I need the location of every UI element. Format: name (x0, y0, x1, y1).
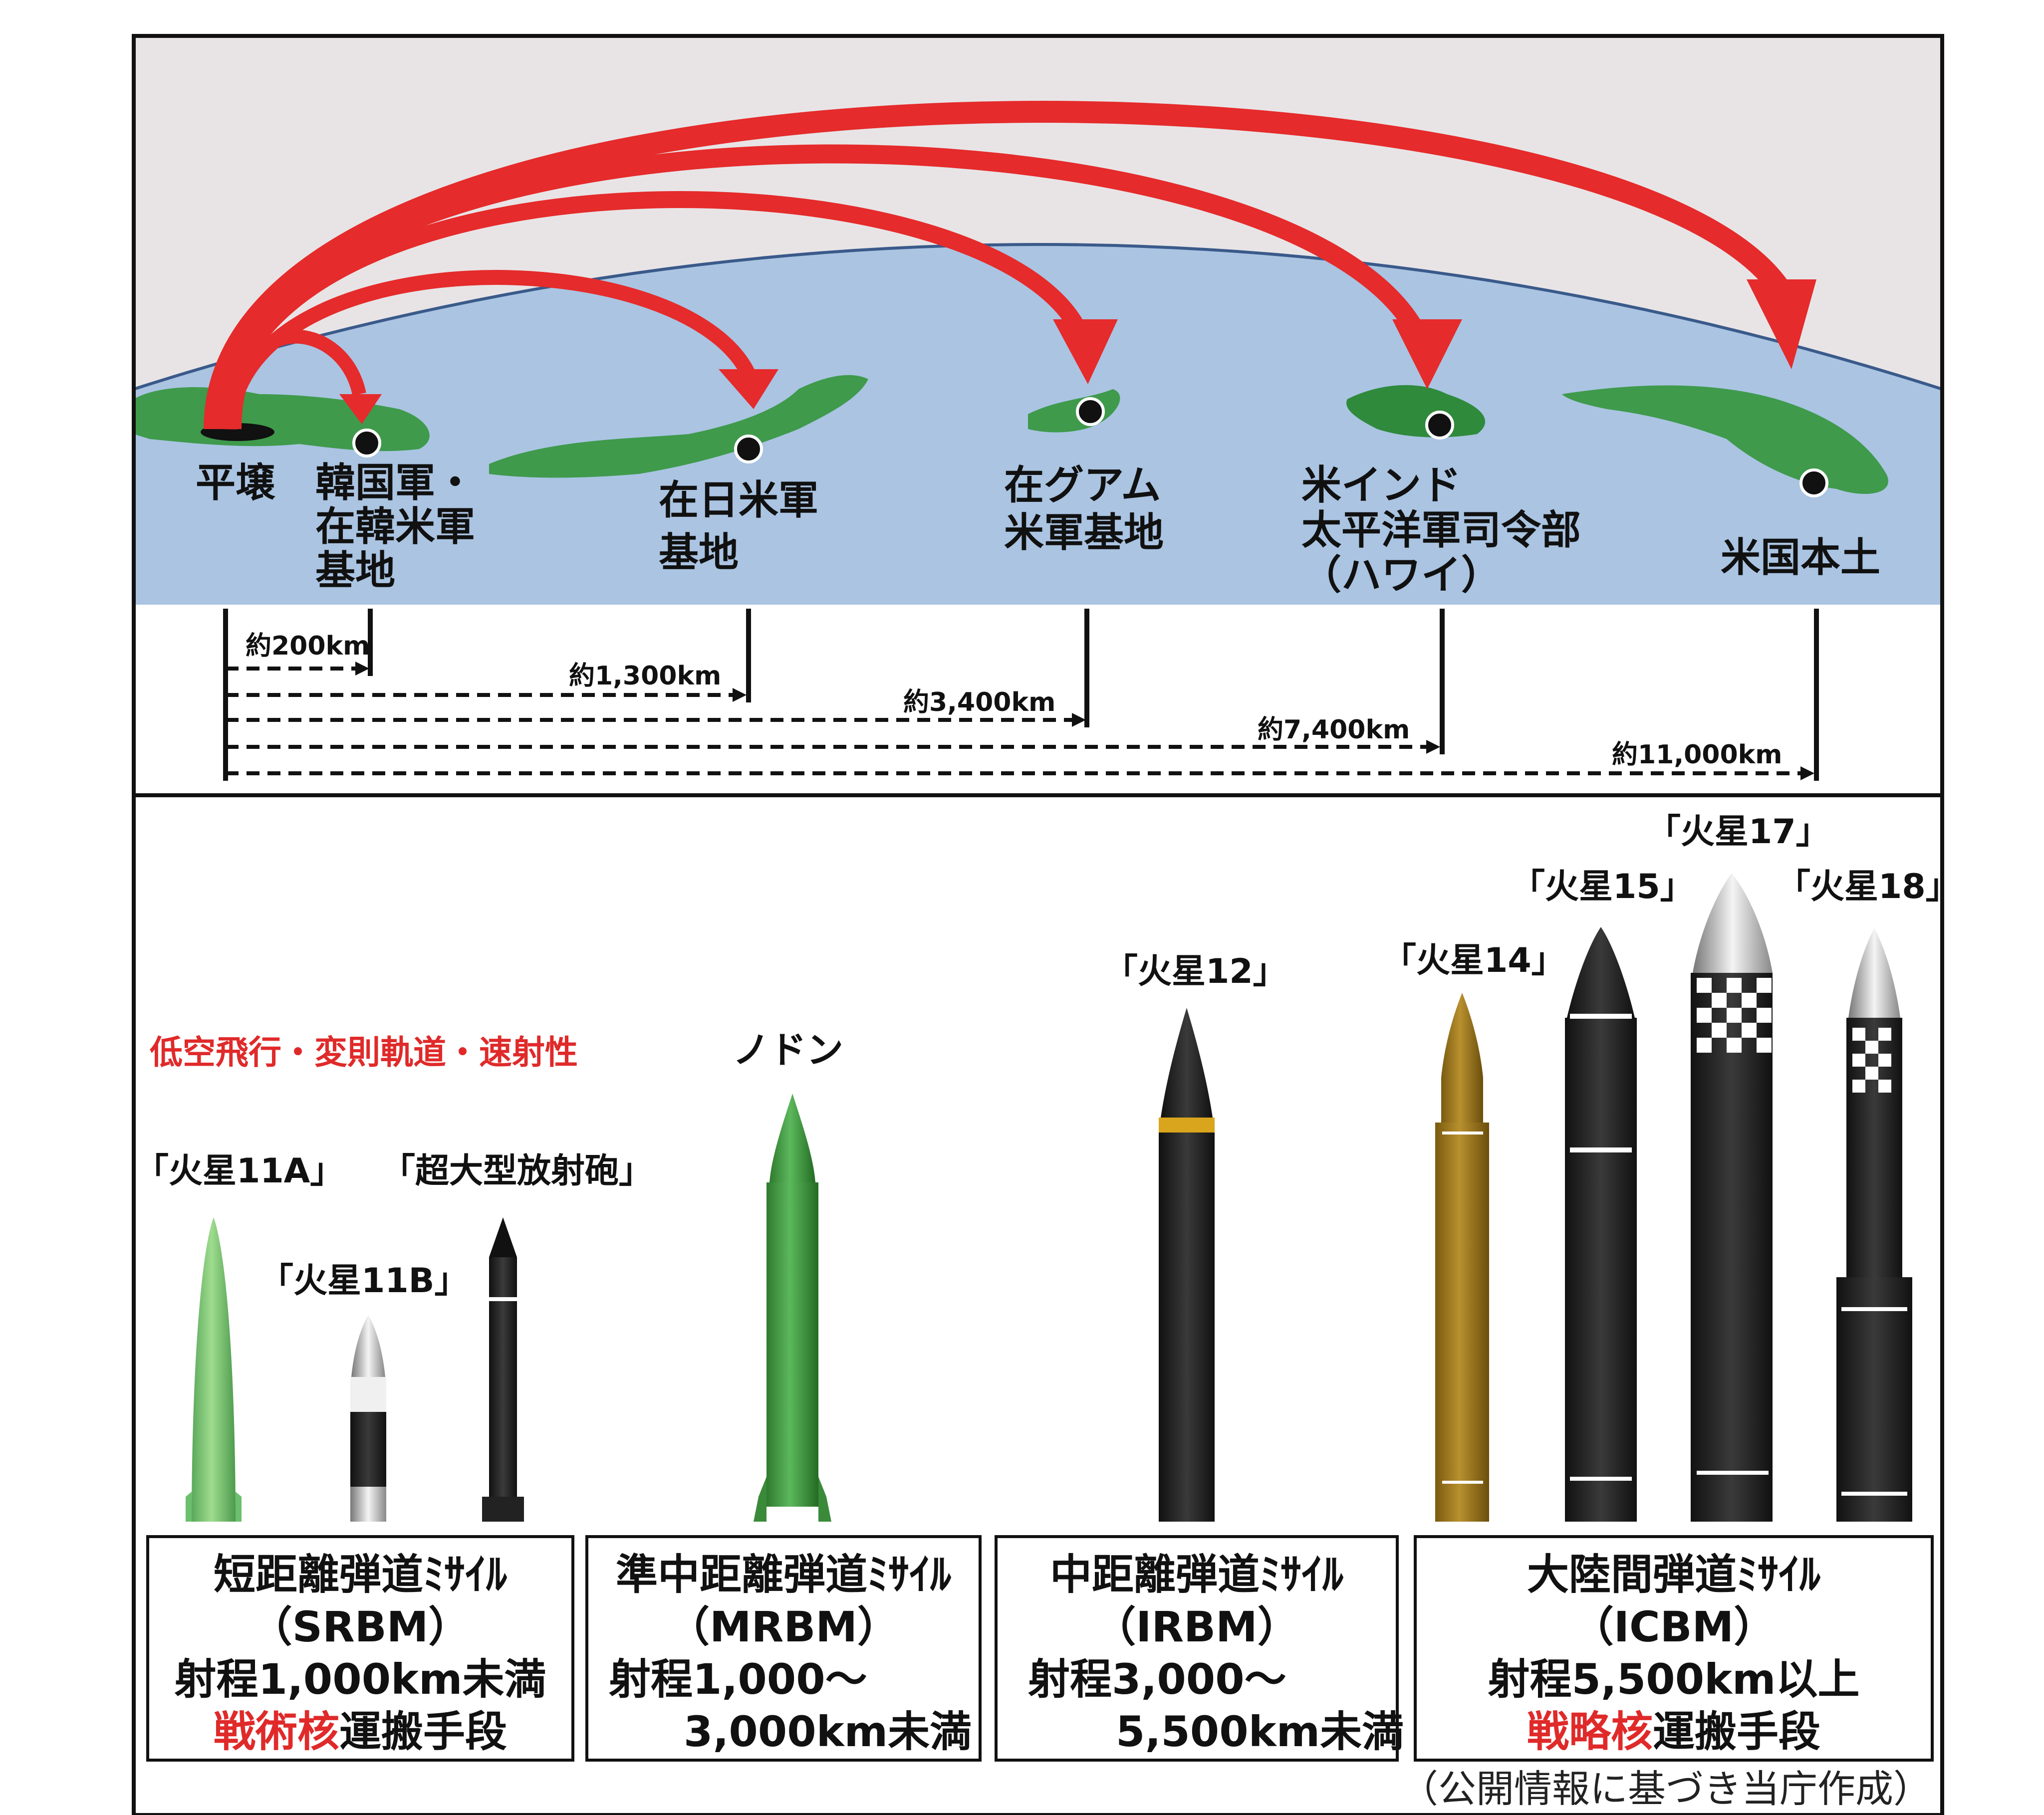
label-us-mainland: 米国本土 (1721, 534, 1880, 581)
distance-us: 約11,000km (1612, 740, 1782, 770)
irbm-range-1: 射程3,000～ (1028, 1655, 1286, 1704)
label-hawaii-3: （ハワイ） (1301, 552, 1501, 598)
distance-hawaii: 約7,400km (1258, 715, 1410, 745)
label-korea-1: 韓国軍・ (315, 459, 475, 506)
label-korea-2: 在韓米軍 (315, 503, 475, 550)
distance-korea: 約200km (246, 631, 370, 661)
mrbm-abbr: （MRBM） (668, 1602, 899, 1651)
irbm-abbr: （IRBM） (1094, 1602, 1299, 1651)
srbm-use: 戦術核運搬手段 (214, 1707, 507, 1756)
icbm-use-black: 運搬手段 (1653, 1707, 1820, 1756)
missile-nodong (754, 1094, 831, 1522)
icbm-range: 射程5,500km以上 (1488, 1655, 1859, 1704)
label-hwasong-11a: 「火星11A」 (135, 1151, 344, 1191)
class-boxes (146, 1535, 1934, 1762)
mrbm-range-2: 3,000km未満 (684, 1707, 972, 1756)
missile-hwasong-11a (186, 1217, 242, 1522)
source-note: （公開情報に基づき当庁作成） (1400, 1767, 1931, 1811)
srbm-range: 射程1,000km未満 (174, 1655, 546, 1704)
label-hawaii-1: 米インド (1301, 462, 1461, 508)
distance-guam: 約3,400km (903, 687, 1055, 717)
irbm-name: 中距離弾道ﾐｻｲﾙ (1050, 1550, 1344, 1599)
label-hwasong-12: 「火星12」 (1104, 952, 1287, 991)
icbm-use-red: 戦略核 (1527, 1707, 1653, 1756)
label-hawaii-2: 太平洋軍司令部 (1301, 507, 1581, 553)
figure-frame (132, 34, 1944, 1815)
distance-japan: 約1,300km (569, 661, 721, 691)
label-hwasong-11b: 「火星11B」 (259, 1261, 468, 1301)
distance-band (134, 605, 1942, 794)
srbm-use-black: 運搬手段 (339, 1707, 507, 1756)
irbm-range-2: 5,500km未満 (1116, 1707, 1404, 1756)
mrbm-range-1: 射程1,000～ (609, 1655, 867, 1704)
japan-land (489, 375, 868, 478)
missile-hwasong-12 (1159, 1008, 1215, 1522)
target-dots (352, 397, 1828, 497)
icbm-abbr: （ICBM） (1572, 1602, 1776, 1651)
srbm-use-red: 戦術核 (214, 1707, 339, 1756)
label-nodong: ノドン (733, 1029, 843, 1072)
missile-hwasong-14 (1435, 993, 1489, 1522)
label-pyongyang: 平壌 (196, 459, 276, 506)
srbm-name: 短距離弾道ﾐｻｲﾙ (214, 1550, 508, 1599)
label-guam-1: 在グアム (1004, 462, 1161, 508)
missile-super-large-rocket (482, 1217, 524, 1522)
label-hwasong-14: 「火星14」 (1382, 941, 1565, 980)
label-korea-3: 基地 (315, 547, 395, 594)
map-panel: 平壌 韓国軍・ 在韓米軍 基地 在日米軍 基地 在グアム 米軍基地 米インド 太… (134, 36, 1942, 605)
missile-hwasong-15 (1565, 927, 1637, 1522)
mrbm-name: 準中距離弾道ﾐｻｲﾙ (616, 1550, 952, 1599)
trajectory-arrows (204, 101, 1796, 430)
icbm-name: 大陸間弾道ﾐｻｲﾙ (1527, 1550, 1821, 1599)
north-america-land (1562, 385, 1888, 494)
missile-hwasong-18 (1836, 928, 1912, 1522)
missile-hwasong-17 (1691, 873, 1773, 1522)
label-hwasong-18: 「火星18」 (1777, 867, 1960, 907)
label-guam-2: 米軍基地 (1004, 509, 1164, 556)
srbm-abbr: （SRBM） (251, 1602, 471, 1651)
label-japan-1: 在日米軍 (659, 477, 818, 523)
label-hwasong-15: 「火星15」 (1511, 867, 1694, 907)
label-hwasong-17: 「火星17」 (1647, 812, 1830, 852)
label-japan-2: 基地 (659, 529, 739, 576)
missile-hwasong-11b (350, 1315, 386, 1522)
label-super-large-rocket: 「超大型放射砲」 (381, 1151, 653, 1191)
arrow-heads (339, 279, 1816, 424)
icbm-use: 戦略核運搬手段 (1527, 1707, 1820, 1756)
srbm-feature-note: 低空飛行・変則軌道・速射性 (150, 1033, 578, 1072)
